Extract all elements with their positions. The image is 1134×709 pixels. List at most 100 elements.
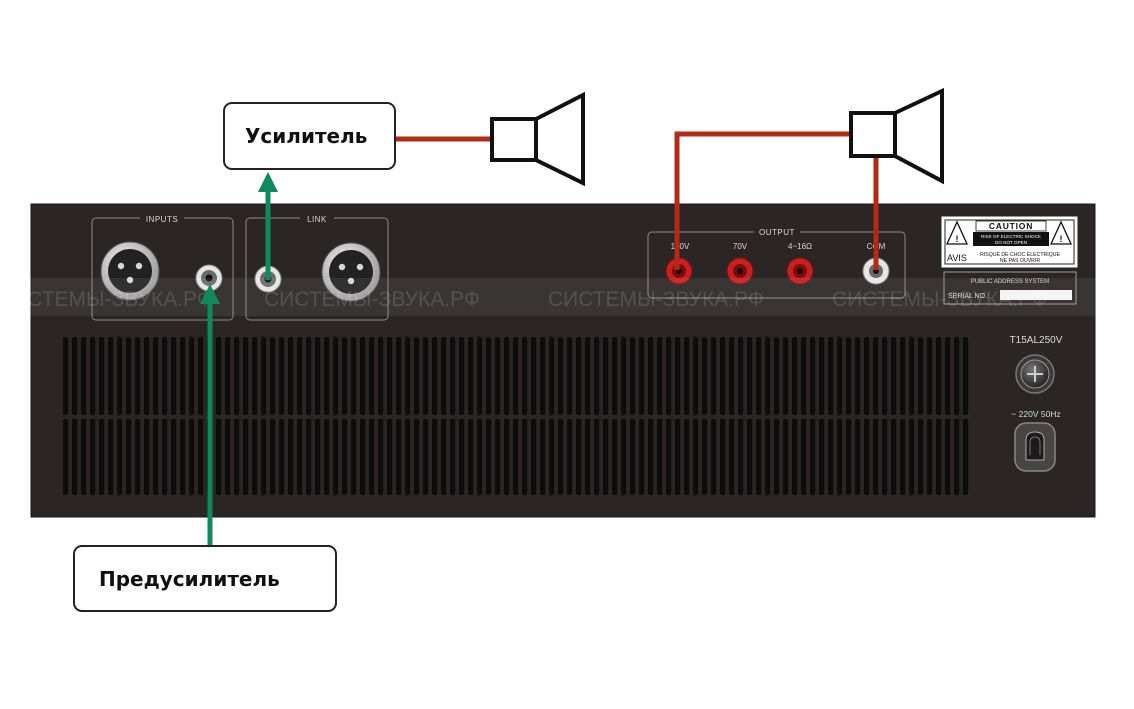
vent-slot <box>927 337 933 415</box>
vent-slot <box>414 337 420 415</box>
vent-slot <box>729 337 735 415</box>
vent-slot <box>549 337 555 415</box>
vent-slot <box>873 419 879 495</box>
vent-slot <box>936 419 942 495</box>
vent-slot <box>459 419 465 495</box>
vent-slot <box>216 419 222 495</box>
vent-slot <box>702 419 708 495</box>
watermark-text-1: СИСТЕМЫ-ЗВУКА.РФ <box>0 288 213 311</box>
caution-line-3: RISQUE DE CHOC ELECTRIQUE <box>980 252 1060 258</box>
vent-slot <box>783 337 789 415</box>
inputs-section: INPUTS <box>91 212 234 321</box>
vent-slot <box>297 337 303 415</box>
vent-slot <box>504 419 510 495</box>
vent-slot <box>891 419 897 495</box>
watermark-text-4: СИСТЕМЫ-ЗВУКА.РФ <box>832 288 1048 311</box>
vent-slot <box>918 419 924 495</box>
vent-slot <box>450 337 456 415</box>
vent-slot <box>72 337 78 415</box>
brand-label: AVIS <box>947 253 967 263</box>
vent-slot <box>576 337 582 415</box>
vent-slot <box>378 419 384 495</box>
vent-slot <box>675 419 681 495</box>
vent-slot <box>828 337 834 415</box>
vent-slot <box>711 419 717 495</box>
watermark-text-3: СИСТЕМЫ-ЗВУКА.РФ <box>548 288 764 311</box>
vent-slot <box>621 337 627 415</box>
vent-slot <box>423 419 429 495</box>
vent-slot <box>531 337 537 415</box>
vent-slot <box>954 419 960 495</box>
vent-slot <box>693 337 699 415</box>
vent-slot <box>360 419 366 495</box>
vent-slot <box>198 419 204 495</box>
vent-slot <box>270 337 276 415</box>
vent-slot <box>756 419 762 495</box>
link-section: LINK <box>245 212 389 321</box>
vent-slot <box>72 419 78 495</box>
vent-slot <box>126 337 132 415</box>
vent-slot <box>387 337 393 415</box>
warning-triangle-right-icon <box>1049 220 1073 245</box>
vent-slot <box>180 337 186 415</box>
vent-slot <box>315 419 321 495</box>
vent-slot <box>666 419 672 495</box>
vent-slot <box>531 419 537 495</box>
vent-slot <box>837 337 843 415</box>
vent-slot <box>963 419 969 495</box>
vent-slot <box>549 419 555 495</box>
vent-slot <box>540 337 546 415</box>
vent-slot <box>486 337 492 415</box>
vent-slot <box>882 419 888 495</box>
vent-slot <box>99 419 105 495</box>
vent-slot <box>945 419 951 495</box>
vent-slot <box>774 419 780 495</box>
vent-slot <box>234 419 240 495</box>
vent-slot <box>864 337 870 415</box>
terminal-70v <box>726 257 754 285</box>
vent-slot <box>657 337 663 415</box>
vent-slot <box>369 419 375 495</box>
vent-slot <box>90 337 96 415</box>
vent-slot <box>252 419 258 495</box>
vent-slot <box>909 419 915 495</box>
vent-slot <box>441 337 447 415</box>
terminal-4-16-ohm <box>786 257 814 285</box>
vent-slot <box>756 337 762 415</box>
vent-slot <box>171 419 177 495</box>
vent-slot <box>819 419 825 495</box>
ventilation-grille-lower <box>63 419 969 495</box>
vent-slot <box>360 337 366 415</box>
caution-line-4: NE PAS OUVRIR <box>1000 258 1041 264</box>
vent-slot <box>495 337 501 415</box>
vent-slot <box>612 337 618 415</box>
vent-slot <box>648 337 654 415</box>
svg-text:!: ! <box>956 234 959 244</box>
vent-slot <box>396 419 402 495</box>
vent-slot <box>909 337 915 415</box>
vent-slot <box>135 337 141 415</box>
vent-slot <box>558 419 564 495</box>
caution-label: ! ! CAUTION RISK OF ELECTRIC SHOCK DO NO… <box>941 216 1078 268</box>
vent-slot <box>468 419 474 495</box>
vent-slot <box>342 337 348 415</box>
vent-slot <box>729 419 735 495</box>
vent-slot <box>342 419 348 495</box>
vent-slot <box>63 419 69 495</box>
vent-slot <box>558 337 564 415</box>
arrow-up-icon <box>258 172 278 192</box>
vent-slot <box>351 419 357 495</box>
vent-slot <box>153 419 159 495</box>
vent-slot <box>513 419 519 495</box>
vent-slot <box>927 419 933 495</box>
speaker-2-icon <box>849 87 944 185</box>
vent-slot <box>945 337 951 415</box>
vent-slot <box>414 419 420 495</box>
vent-slot <box>396 337 402 415</box>
vent-slot <box>432 419 438 495</box>
vent-slot <box>954 337 960 415</box>
vent-slot <box>747 337 753 415</box>
svg-text:!: ! <box>1060 234 1063 244</box>
vent-slot <box>225 337 231 415</box>
